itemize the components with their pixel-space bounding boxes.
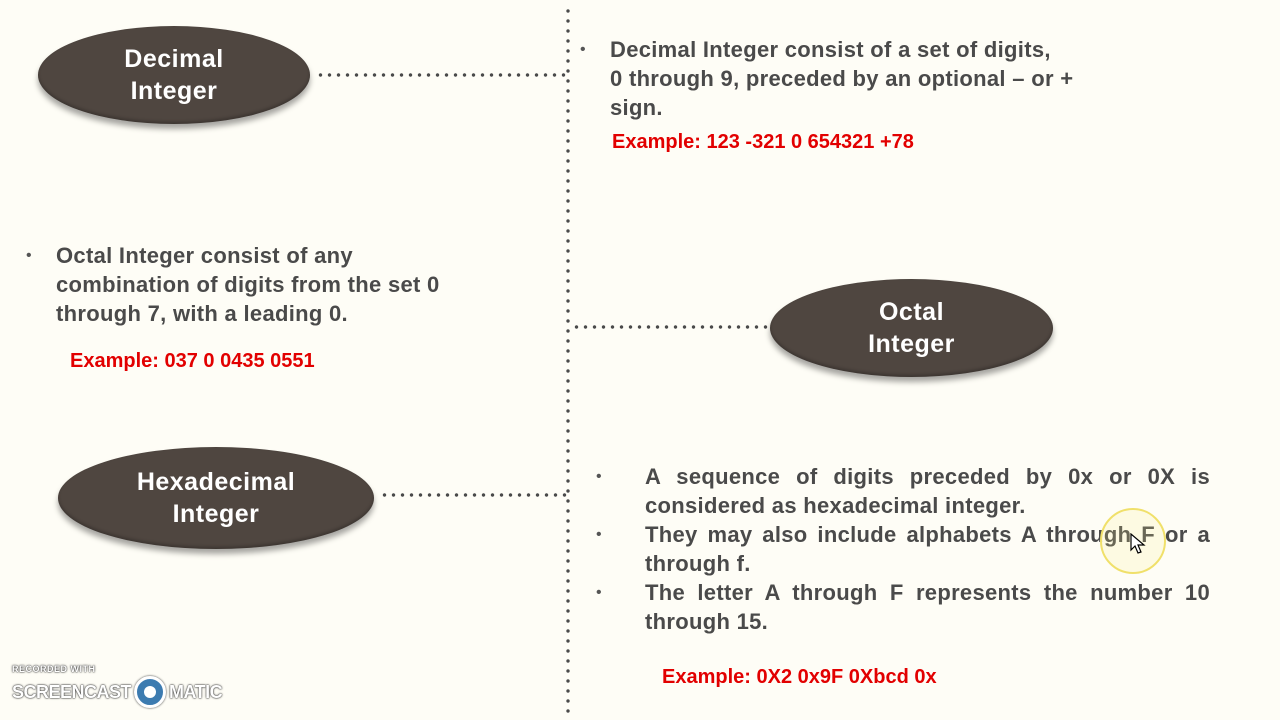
hex-bullet-3: The letter A through F represents the nu… xyxy=(645,580,1210,634)
oval-label-line2: Integer xyxy=(130,77,218,105)
bullet-icon: • xyxy=(26,247,32,264)
octal-example: Example: 037 0 0435 0551 xyxy=(70,350,315,372)
decimal-desc-line1: Decimal Integer consist of a set of digi… xyxy=(610,37,1051,62)
decimal-description: • Decimal Integer consist of a set of di… xyxy=(580,35,1220,122)
decimal-example: Example: 123 -321 0 654321 +78 xyxy=(612,131,914,153)
screencast-watermark: RECORDED WITH SCREENCAST MATIC xyxy=(12,664,223,708)
octal-connector-dots xyxy=(572,325,770,329)
decimal-connector-dots xyxy=(316,73,568,77)
watermark-right-text: MATIC xyxy=(169,681,223,702)
list-item: • A sequence of digits preceded by 0x or… xyxy=(596,462,1210,520)
bullet-icon: • xyxy=(596,468,602,485)
cursor-arrow-icon xyxy=(1130,533,1146,554)
bullet-icon: • xyxy=(596,584,602,601)
watermark-small-text: RECORDED WITH xyxy=(12,664,96,674)
octal-desc-line2: combination of digits from the set 0 xyxy=(56,272,440,297)
oval-label-line1: Hexadecimal xyxy=(136,468,296,496)
vertical-dotted-divider xyxy=(566,6,570,718)
watermark-left-text: SCREENCAST xyxy=(12,681,132,702)
octal-desc-line3: through 7, with a leading 0. xyxy=(56,301,348,326)
octal-integer-oval: Octal Integer xyxy=(770,279,1053,377)
screencast-logo-icon xyxy=(134,676,167,708)
oval-label-line2: Integer xyxy=(868,330,955,358)
bullet-icon: • xyxy=(596,526,602,543)
decimal-desc-line3: sign. xyxy=(610,95,663,120)
hexadecimal-integer-oval: Hexadecimal Integer xyxy=(58,447,374,549)
list-item: • The letter A through F represents the … xyxy=(596,578,1210,636)
hexadecimal-example: Example: 0X2 0x9F 0Xbcd 0x xyxy=(662,666,937,688)
octal-description: • Octal Integer consist of any combinati… xyxy=(26,241,546,328)
bullet-icon: • xyxy=(580,41,586,58)
hexadecimal-connector-dots xyxy=(380,493,568,497)
hexadecimal-description: • A sequence of digits preceded by 0x or… xyxy=(596,462,1210,636)
oval-label-line1: Decimal xyxy=(124,45,224,73)
octal-desc-line1: Octal Integer consist of any xyxy=(56,243,353,268)
decimal-desc-line2: 0 through 9, preceded by an optional – o… xyxy=(610,66,1074,91)
decimal-integer-oval: Decimal Integer xyxy=(38,26,310,124)
oval-label-line1: Octal xyxy=(878,298,945,326)
hex-bullet-1: A sequence of digits preceded by 0x or 0… xyxy=(645,464,1210,518)
oval-label-line2: Integer xyxy=(172,500,260,528)
